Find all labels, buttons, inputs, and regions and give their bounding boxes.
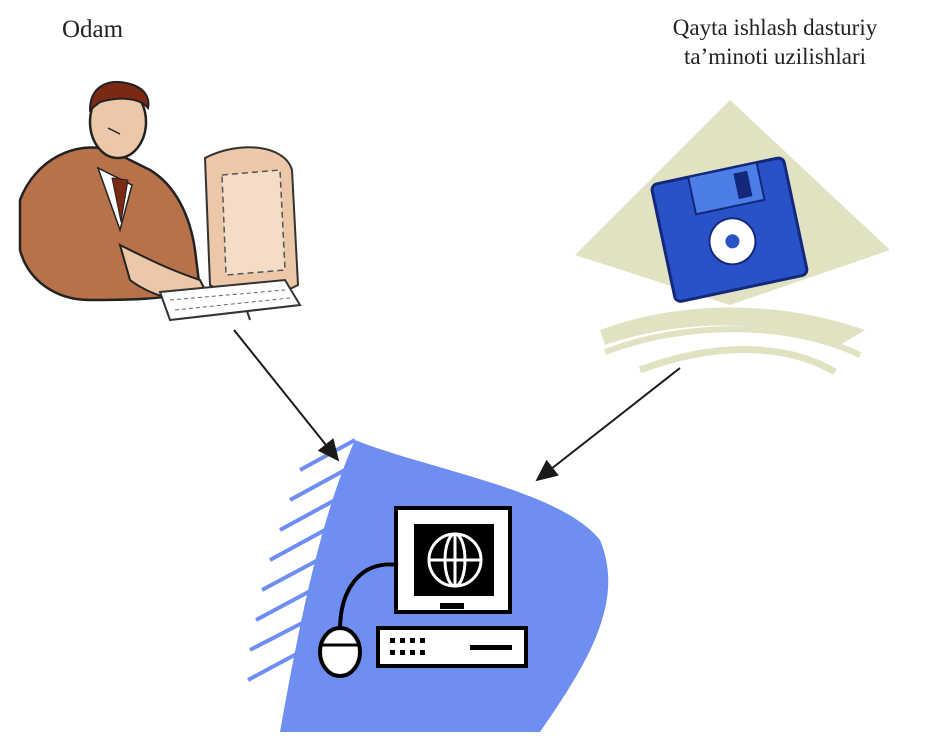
floppy-disk-icon xyxy=(575,100,890,376)
arrow-person-to-computer xyxy=(233,329,340,462)
arrow-software-to-computer xyxy=(535,367,681,482)
software-failures-label-line1: Qayta ishlash dasturiy xyxy=(672,15,878,40)
person-at-computer-icon xyxy=(18,80,302,322)
software-failures-label-line2: ta’minoti uzilishlari xyxy=(683,43,867,69)
person-label: Odam xyxy=(62,16,124,43)
software-failures-label: Qayta ishlash dasturiy ta’minoti uzilish… xyxy=(640,14,910,72)
computer-globe-icon xyxy=(318,506,528,678)
